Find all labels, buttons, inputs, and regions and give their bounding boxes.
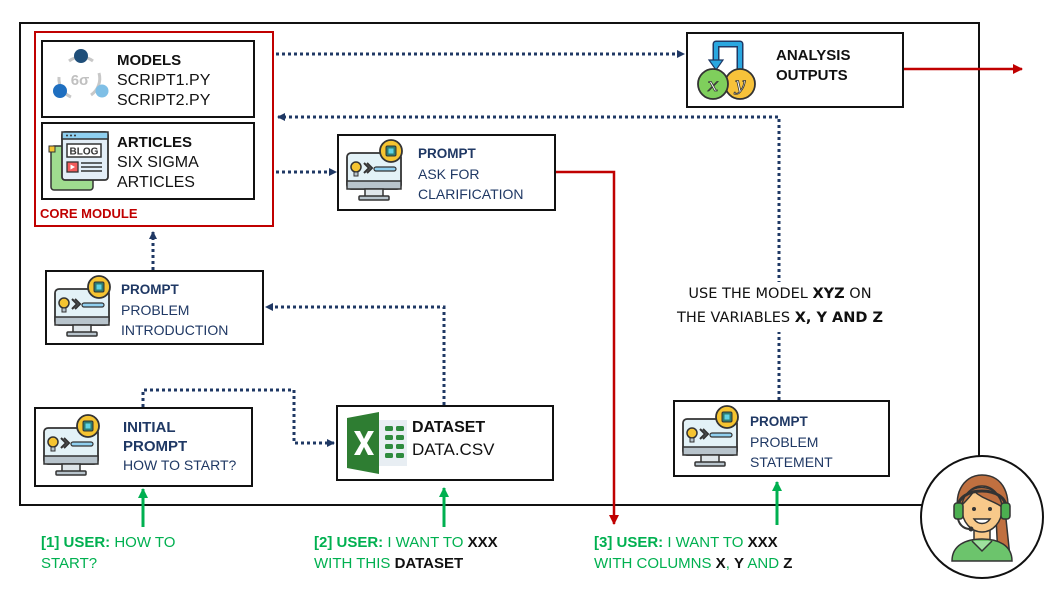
system-boundary-frame xyxy=(19,22,980,506)
initial-title-line-2: PROMPT xyxy=(123,438,188,455)
prompt-clarification-box[interactable]: PROMPT ASK FOR CLARIFICATION xyxy=(337,134,556,211)
core-module xyxy=(34,31,274,227)
models-script-2: SCRIPT2.PY xyxy=(117,92,211,109)
model-instruction-note: USE THE MODEL XYZ ON THE VARIABLES X, Y … xyxy=(672,282,888,330)
excel-icon xyxy=(347,412,407,474)
statement-line-1: PROBLEM xyxy=(750,434,819,450)
clarification-title: PROMPT xyxy=(418,146,476,161)
ai-computer-icon xyxy=(345,139,407,205)
articles-title: ARTICLES xyxy=(117,134,192,151)
model-note-line-2: THE VARIABLES X, Y AND Z xyxy=(677,310,883,326)
blog-browser-icon: BLOG xyxy=(48,131,109,191)
ai-computer-icon xyxy=(53,275,115,341)
clarification-line-2: CLARIFICATION xyxy=(418,186,524,202)
analysis-title-line-2: OUTPUTS xyxy=(776,67,848,84)
initial-title-line-1: INITIAL xyxy=(123,419,176,436)
svg-text:y: y xyxy=(734,73,746,95)
articles-box[interactable]: BLOG ARTICLES SIX SIGMA ARTICLES xyxy=(41,122,255,200)
xy-variables-icon: x y xyxy=(697,40,756,100)
initial-subtitle: HOW TO START? xyxy=(123,457,237,473)
models-script-1: SCRIPT1.PY xyxy=(117,72,211,89)
model-note-line-1: USE THE MODEL XYZ ON xyxy=(688,286,872,302)
svg-text:x: x xyxy=(708,74,719,96)
support-agent-icon xyxy=(951,474,1013,562)
dataset-title: DATASET xyxy=(412,419,486,436)
user-input-3: [3] USER: I WANT TO XXX WITH COLUMNS X, … xyxy=(594,534,793,572)
dataset-box[interactable]: DATASET DATA.CSV xyxy=(336,405,554,481)
prompt-statement-box[interactable]: PROMPT PROBLEM STATEMENT xyxy=(673,400,890,477)
introduction-line-1: PROBLEM xyxy=(121,302,190,318)
initial-prompt-box[interactable]: INITIAL PROMPT HOW TO START? xyxy=(34,407,253,487)
dataset-file[interactable]: DATA.CSV xyxy=(412,440,495,459)
models-box[interactable]: 6σ MODELS SCRIPT1.PY SCRIPT2.PY xyxy=(41,40,255,118)
six-sigma-cycle-icon: 6σ xyxy=(53,49,109,99)
prompt-introduction-box[interactable]: PROMPT PROBLEM INTRODUCTION xyxy=(45,270,264,345)
articles-line-2: ARTICLES xyxy=(117,174,195,191)
statement-line-2: STATEMENT xyxy=(750,454,833,470)
user-input-1: [1] USER: HOW TO START? xyxy=(41,534,176,572)
core-module-label: CORE MODULE xyxy=(40,206,138,221)
analysis-title-line-1: ANALYSIS xyxy=(776,47,851,64)
ai-computer-icon xyxy=(681,405,743,471)
svg-text:BLOG: BLOG xyxy=(70,147,99,158)
models-title: MODELS xyxy=(117,52,182,69)
user-input-2: [2] USER: I WANT TO XXX WITH THIS DATASE… xyxy=(314,534,498,572)
analysis-outputs-box[interactable]: x y ANALYSIS OUTPUTS xyxy=(686,32,904,108)
ai-computer-icon xyxy=(42,414,104,480)
clarification-line-1: ASK FOR xyxy=(418,166,480,182)
statement-title: PROMPT xyxy=(750,414,808,429)
articles-line-1: SIX SIGMA xyxy=(117,154,199,171)
introduction-title: PROMPT xyxy=(121,282,179,297)
introduction-line-2: INTRODUCTION xyxy=(121,322,229,338)
user-avatar xyxy=(920,455,1044,579)
svg-text:6σ: 6σ xyxy=(71,72,90,89)
